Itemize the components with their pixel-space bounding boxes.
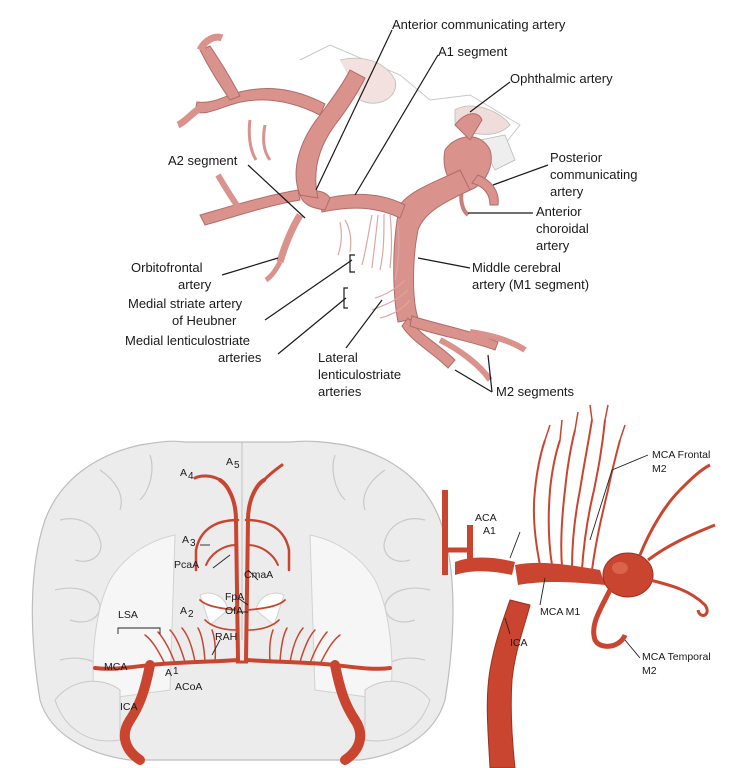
label-a5-sub: 5 [234,460,240,471]
label-a1-aneurysm: A1 [483,525,496,537]
label-mca-frontal-1: MCA Frontal [652,449,710,461]
orbitofrontal-artery [276,213,303,263]
coronal-leader-lines [117,544,259,656]
label-posterior-communicating-1: Posterior [550,150,603,165]
label-ica-aneurysm: ICA [510,637,528,649]
label-mca-coronal: MCA [104,661,127,673]
label-fpa: FpA [225,591,244,603]
label-lateral-lenticulostriate-3: arteries [318,384,362,399]
label-acoa-coronal: ACoA [175,681,202,693]
top-leader-lines [221,29,549,393]
a2-segment-vessel [295,69,366,199]
label-a4-sub: 4 [188,471,194,482]
posterior-communicating-artery [471,174,499,206]
label-posterior-communicating-2: communicating [550,167,637,182]
label-middle-cerebral-1: Middle cerebral [472,260,561,275]
mca-left-coronal [93,627,240,765]
label-heubner-2: of Heubner [172,313,237,328]
ica-vessel [486,599,531,768]
aca-branch-up [199,45,241,101]
label-a1-segment: A1 segment [438,44,508,59]
label-cmaa: CmaA [244,569,273,581]
label-a1-coronal: A [165,667,172,679]
label-a1-sub: 1 [173,666,179,677]
mca-right-coronal [244,627,392,765]
label-posterior-communicating-3: artery [550,184,584,199]
label-anterior-choroidal-1: Anterior [536,204,582,219]
label-mca-frontal-2: M2 [652,463,667,475]
label-rah: RAH [215,631,237,643]
aneurysm-illustration [442,404,716,768]
aca-branch-left [194,88,326,116]
aca-a1-vessel [455,557,515,575]
label-ophthalmic-artery: Ophthalmic artery [510,71,613,86]
label-medial-lenticulostriate-1: Medial lenticulostriate [125,333,250,348]
label-aca: ACA [475,512,497,524]
label-anterior-choroidal-2: choroidal [536,221,589,236]
label-a2-sub: 2 [188,609,194,620]
coronal-labels: A 4 A 5 A 3 PcaA CmaA FpA OfA A 2 LSA RA… [104,456,273,713]
ophthalmic-artery [454,113,483,141]
m2-branch-4 [469,329,527,353]
label-pcaa: PcaA [174,559,199,571]
mca-frontal-branches [532,419,621,571]
mca-m1-vessel [515,562,605,585]
label-a2-segment: A2 segment [168,153,238,168]
label-a3: A [182,534,189,546]
m2-branch-1 [401,317,456,369]
label-a3-sub: 3 [190,538,196,549]
label-heubner-1: Medial striate artery [128,296,243,311]
label-lateral-lenticulostriate-1: Lateral [318,350,358,365]
mca-m1-trunk [393,169,471,323]
aca-branch-lower [176,105,203,129]
top-artery-illustration [176,33,527,382]
label-a2: A [180,605,187,617]
aneurysm-labels: MCA Frontal M2 ACA A1 MCA M1 ICA MCA Tem… [475,449,711,677]
label-a4: A [180,467,187,479]
label-anterior-communicating-artery: Anterior communicating artery [392,17,566,32]
m2-branch-2 [409,315,499,351]
label-lateral-lenticulostriate-2: lenticulostriate [318,367,401,382]
label-ica-coronal: ICA [120,701,138,713]
aca-branch-top [196,33,224,52]
label-mca-m1: MCA M1 [540,606,580,618]
label-lsa: LSA [118,609,138,621]
label-middle-cerebral-2: artery (M1 segment) [472,277,589,292]
aca-vessels-coronal [193,463,291,662]
label-ofa: OfA [225,605,243,617]
a1-segment [319,194,406,219]
contralateral-a2 [199,189,301,226]
coronal-brain-illustration [31,440,454,765]
label-orbitofrontal-1: Orbitofrontal [131,260,203,275]
label-orbitofrontal-2: artery [178,277,212,292]
label-a5: A [226,456,233,468]
label-mca-temporal-2: M2 [642,665,657,677]
aneurysm-leader-lines [504,454,649,659]
label-anterior-choroidal-3: artery [536,238,570,253]
m2-branch-3 [438,337,493,382]
label-medial-lenticulostriate-2: arteries [218,350,262,365]
label-mca-temporal-1: MCA Temporal [642,651,711,663]
mca-temporal-branch [591,588,628,649]
label-m2-segments: M2 segments [496,384,575,399]
top-labels: Anterior communicating artery A1 segment… [125,17,637,399]
